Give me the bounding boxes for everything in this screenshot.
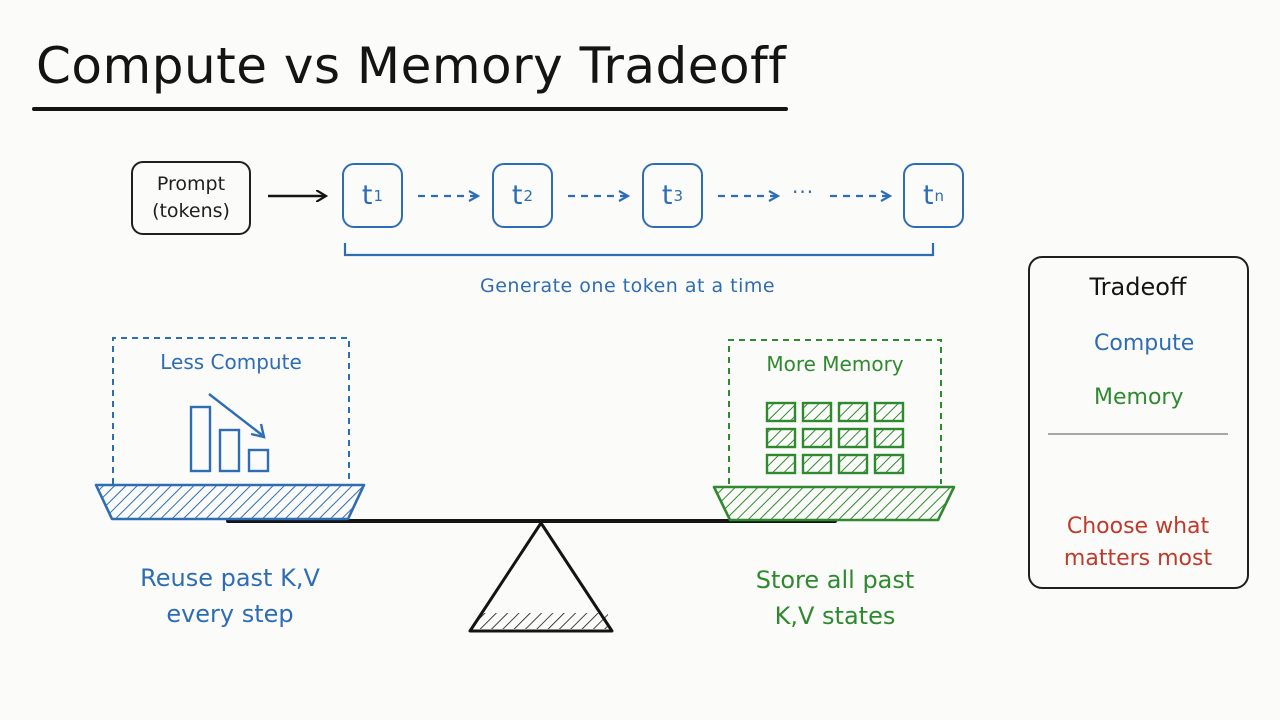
page-title: Compute vs Memory Tradeoff xyxy=(36,37,787,95)
memory-label: Memory xyxy=(1094,385,1184,410)
compute-label: Compute xyxy=(1094,331,1195,356)
panel-divider xyxy=(1048,433,1228,435)
token-base: t xyxy=(511,180,523,211)
more-memory-label: More Memory xyxy=(766,352,904,376)
token-subscript: n xyxy=(934,186,945,205)
store-caption-line2: K,V states xyxy=(774,602,896,630)
prompt-box: Prompt (tokens) xyxy=(131,161,251,235)
reuse-caption-line2: every step xyxy=(166,600,294,628)
generation-bracket xyxy=(343,243,935,257)
choose-caption-line2: matters most xyxy=(1063,546,1213,571)
token-base: t xyxy=(922,180,934,211)
less-compute-box xyxy=(112,337,350,484)
title-underline xyxy=(32,107,788,111)
less-compute-label: Less Compute xyxy=(160,350,302,374)
choose-caption-line1: Choose what xyxy=(1066,514,1210,539)
left-platform xyxy=(94,483,366,521)
descending-bars-icon xyxy=(189,393,270,473)
panel-title: Tradeoff xyxy=(1089,273,1187,301)
choose-caption: Choose what matters most xyxy=(1030,511,1246,575)
memory-grid-icon xyxy=(765,401,905,475)
fulcrum-hatch xyxy=(474,613,608,629)
prompt-label-line2: (tokens) xyxy=(152,200,230,222)
token-subscript: 2 xyxy=(523,186,534,205)
more-memory-box xyxy=(728,339,942,484)
token-base: t xyxy=(361,180,373,211)
store-caption: Store all past K,V states xyxy=(705,562,965,634)
right-platform xyxy=(712,485,956,522)
tradeoff-panel: Tradeoff Compute Memory Choose what matt… xyxy=(1028,256,1249,589)
token-subscript: 1 xyxy=(373,186,384,205)
reuse-caption: Reuse past K,V every step xyxy=(100,560,360,632)
prompt-label-line1: Prompt xyxy=(156,173,226,195)
reuse-caption-line1: Reuse past K,V xyxy=(140,564,320,592)
token-base: t xyxy=(661,180,673,211)
token-subscript: 3 xyxy=(673,186,684,205)
generation-caption: Generate one token at a time xyxy=(480,275,776,297)
token-ellipsis: ··· xyxy=(792,180,815,204)
store-caption-line1: Store all past xyxy=(755,566,915,594)
